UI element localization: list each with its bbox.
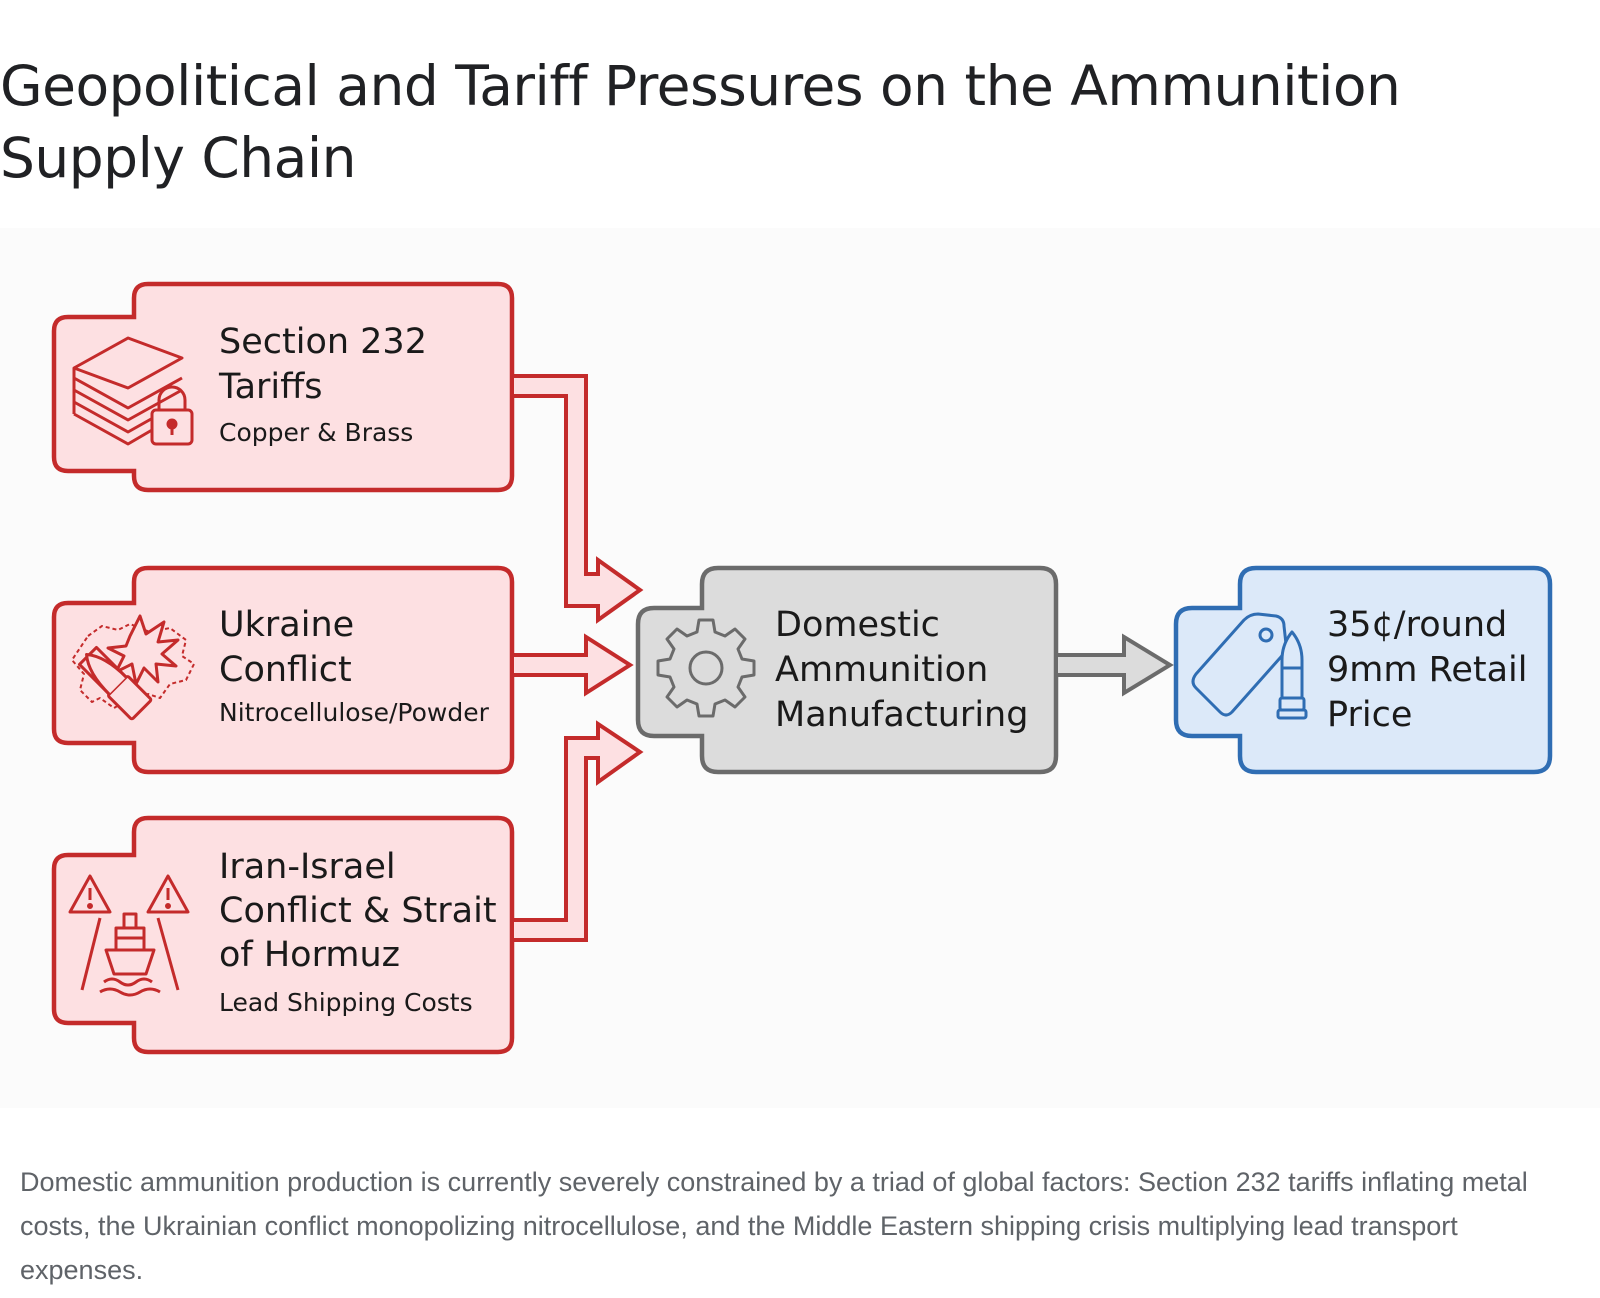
node-manufacturing-title-line-2: Ammunition — [775, 650, 988, 690]
arrow-manufacturing-to-price — [1054, 633, 1174, 697]
svg-text:Iran-Israel Conflict & S: Iran-Israel Conflict & Strait of Hormuz — [219, 847, 508, 975]
node-tariffs: Section 232 Tariffs Copper & Brass — [51, 281, 515, 493]
node-ukraine-subtitle: Nitrocellulose/Powder — [219, 698, 490, 727]
arrow-tariffs-to-manufacturing — [510, 374, 644, 624]
svg-text:Domestic Ammunition: Domestic Ammunition Manufacturing — [775, 605, 1028, 735]
node-iran-title-line-2: Conflict & Strait — [219, 891, 497, 931]
explosion-bullet-icon — [71, 614, 195, 721]
figure-caption: Domestic ammunition production is curren… — [20, 1167, 1528, 1285]
node-manufacturing-title-line-1: Domestic — [775, 605, 940, 645]
svg-text:Section 232 Tariffs: Section 232 Tariffs — [218, 322, 438, 407]
node-ukraine-title-line-1: Ukraine — [219, 605, 354, 645]
node-price-title-line-3: Price — [1327, 695, 1412, 735]
node-manufacturing-title-line-3: Manufacturing — [775, 695, 1028, 735]
arrow-ukraine-to-manufacturing — [510, 633, 634, 697]
page-title: Geopolitical and Tariff Pressures on the… — [0, 54, 1401, 190]
node-ukraine: Ukraine Conflict Nitrocellulose/Powder — [51, 565, 515, 775]
node-tariffs-subtitle: Copper & Brass — [219, 418, 413, 447]
node-manufacturing: Domestic Ammunition Manufacturing — [635, 565, 1059, 775]
supply-chain-diagram: Section 232 Tariffs Copper & Brass Ukrai… — [0, 228, 1600, 1108]
cargo-ship-warning-icon — [68, 874, 190, 997]
svg-text:35¢/round 9mm Retail: 35¢/round 9mm Retail Price — [1327, 605, 1539, 735]
price-tag-bullet-icon — [1191, 612, 1308, 720]
node-iran-title-line-1: Iran-Israel — [219, 847, 396, 887]
node-tariffs-title-line-1: Section 232 — [219, 322, 427, 362]
gear-icon — [656, 618, 756, 718]
node-iran: Iran-Israel Conflict & Strait of Hormuz … — [51, 815, 515, 1055]
svg-text:Ukraine Conflict: Ukraine Conflict — [219, 605, 365, 690]
node-price-title-line-2: 9mm Retail — [1327, 650, 1527, 690]
node-ukraine-title-line-2: Conflict — [219, 650, 352, 690]
node-price-title-line-1: 35¢/round — [1327, 605, 1507, 645]
node-tariffs-title-line-2: Tariffs — [218, 367, 323, 407]
metal-bars-lock-icon — [72, 336, 194, 446]
node-iran-subtitle: Lead Shipping Costs — [219, 988, 473, 1017]
node-price: 35¢/round 9mm Retail Price — [1173, 565, 1553, 775]
arrow-iran-to-manufacturing — [510, 720, 644, 942]
node-iran-title-line-3: of Hormuz — [219, 935, 400, 975]
